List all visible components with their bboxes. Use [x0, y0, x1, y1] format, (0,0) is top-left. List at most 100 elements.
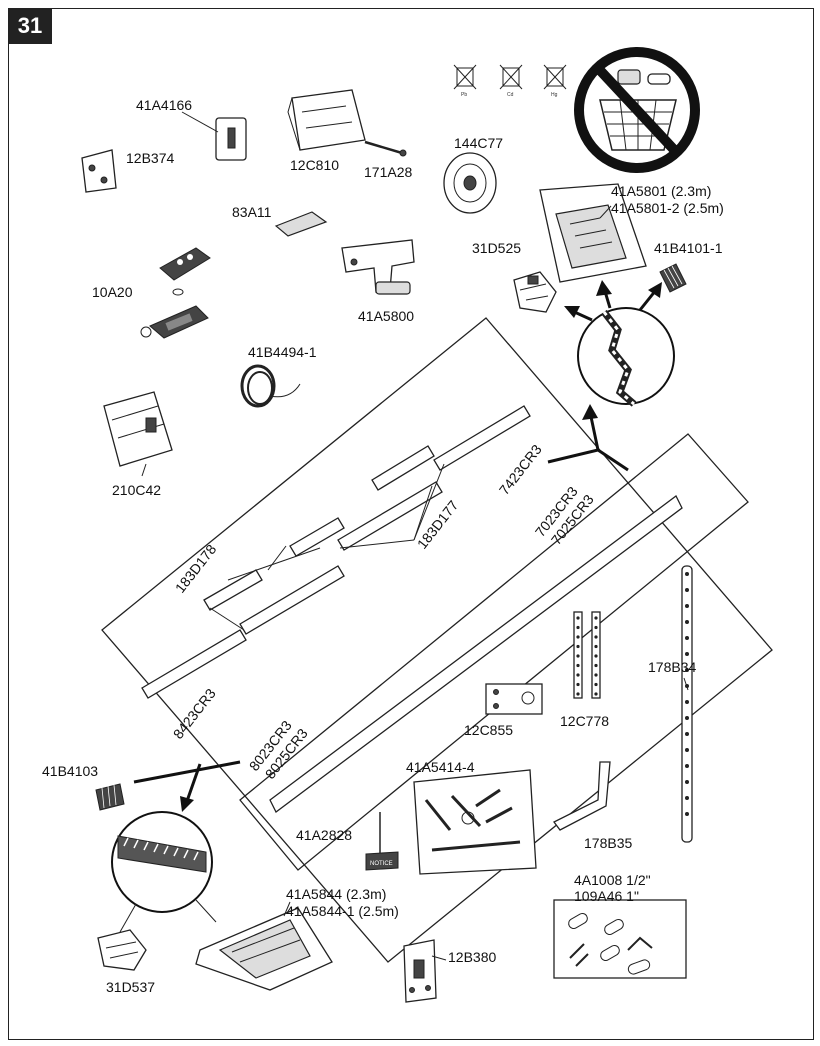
label-12B380: 12B380 [448, 949, 496, 965]
recycle-label-hg: Hg [551, 92, 558, 98]
wire-coil-41B4494-1-part [240, 364, 301, 408]
label-183D177: 183D177 [414, 497, 462, 552]
spring-41B4103-part [95, 783, 125, 811]
bracket-hole [594, 625, 598, 630]
label-12C778: 12C778 [560, 713, 609, 729]
bracket-12C810-part [287, 89, 366, 151]
bracket-hole [685, 636, 689, 640]
label-41B4494-1: 41B4494-1 [248, 344, 317, 360]
step-number-badge: 31 [8, 8, 52, 44]
bracket-hole [685, 748, 689, 752]
label-31D525: 31D525 [472, 240, 521, 256]
bracket-178B34-holes [685, 572, 689, 816]
bracket-hole [685, 668, 689, 672]
label-41A5801-2: 41A5801-2 (2.5m) [611, 200, 724, 216]
link-bag-4A1008-part [553, 899, 687, 979]
bracket-hole [576, 673, 580, 677]
bracket-hole [685, 572, 689, 576]
label-12B374: 12B374 [126, 150, 174, 166]
bracket-hole [685, 652, 689, 656]
recycle-label-cd: Cd [507, 92, 514, 98]
label-31D537: 31D537 [106, 979, 155, 995]
notice-tag-41A2828-part: NOTICE [365, 812, 399, 871]
bracket-hole [594, 682, 598, 687]
label-41A5801: 41A5801 (2.3m) [611, 183, 711, 199]
bracket-hole [576, 654, 580, 658]
bracket-hole [685, 604, 689, 608]
spring-41B4101-1-part [659, 263, 687, 293]
label-10A20: 10A20 [92, 284, 133, 300]
wall-switch-part [215, 117, 247, 161]
bracket-hole [576, 682, 580, 687]
recycle-symbol-cd: Cd [499, 64, 523, 98]
label-83A11: 83A11 [232, 204, 272, 220]
bracket-210C42-part [103, 391, 173, 467]
bracket-hole [576, 635, 580, 639]
rail-one-piece-7023CR3 [269, 495, 683, 813]
label-41B4103: 41B4103 [42, 763, 98, 779]
label-7423CR3: 7423CR3 [496, 441, 545, 498]
rail-connectors-183D177 [203, 445, 435, 611]
recycle-symbol-pb: Pb [453, 64, 477, 98]
sprocket-144C77-part [443, 152, 497, 214]
bracket-hole [594, 616, 598, 620]
recycle-symbol-hg: Hg [543, 64, 567, 98]
bracket-hole [576, 625, 580, 630]
bracket-hole [594, 663, 598, 668]
belt-package-41A5844-part [195, 907, 333, 991]
trolley-31D525-part [513, 271, 557, 313]
bracket-hole [576, 692, 580, 696]
bracket-12B374-part [81, 149, 117, 193]
bracket-hole [685, 796, 689, 800]
bracket-178B35-part [553, 761, 611, 831]
diagram-frame [8, 8, 814, 1040]
bracket-hole [594, 654, 598, 658]
rail-kit-box-8423CR3 [101, 317, 773, 963]
remote-control-part [140, 247, 211, 339]
rail-kit-box-7023CR3 [239, 433, 749, 871]
bracket-hole [685, 716, 689, 720]
bracket-hole [685, 588, 689, 592]
hardware-bag-41A5414-4-part [413, 769, 537, 875]
trolley-31D537-part [97, 929, 147, 971]
bracket-hole [685, 812, 689, 816]
label-41A5414-4: 41A5414-4 [406, 759, 475, 775]
no-battery-disposal-icon [574, 47, 700, 173]
label-41A2828: 41A2828 [296, 827, 352, 843]
label-12C855: 12C855 [464, 722, 513, 738]
bracket-hole [594, 692, 598, 696]
label-41B4101-1: 41B4101-1 [654, 240, 723, 256]
label-41A5844-1: 41A5844-1 (2.5m) [286, 903, 399, 919]
label-8423CR3: 8423CR3 [170, 685, 219, 742]
bracket-12C855-part [485, 683, 543, 715]
label-12C810: 12C810 [290, 157, 339, 173]
rail-sections-8423CR3 [141, 405, 531, 699]
bracket-hole [594, 673, 598, 677]
bracket-hole [594, 635, 598, 639]
bracket-hole [576, 663, 580, 668]
label-41A4166: 41A4166 [136, 97, 192, 113]
bracket-12C778-holes [576, 616, 598, 696]
label-178B35: 178B35 [584, 835, 632, 851]
label-210C42: 210C42 [112, 482, 161, 498]
chain-package-41A5801-part [539, 183, 647, 283]
bracket-hole [685, 620, 689, 624]
bracket-hole [685, 780, 689, 784]
bracket-12B380-part [403, 939, 437, 1003]
bracket-hole [685, 700, 689, 704]
label-144C77: 144C77 [454, 135, 503, 151]
bracket-hole [576, 644, 580, 649]
notice-tag-text: NOTICE [370, 861, 393, 867]
chain-detail-magnifier [577, 307, 675, 407]
label-171A28: 171A28 [364, 164, 412, 180]
belt-detail-magnifier [111, 811, 213, 913]
bracket-hole [576, 616, 580, 620]
bracket-41A5800-part [341, 239, 415, 295]
label-4A1008: 4A1008 1/2" [574, 872, 651, 888]
pin-171A28-part [364, 140, 407, 157]
label-183D178: 183D178 [172, 541, 220, 596]
bracket-hole [685, 732, 689, 736]
bracket-hole [685, 764, 689, 768]
label-41A5844: 41A5844 (2.3m) [286, 886, 386, 902]
